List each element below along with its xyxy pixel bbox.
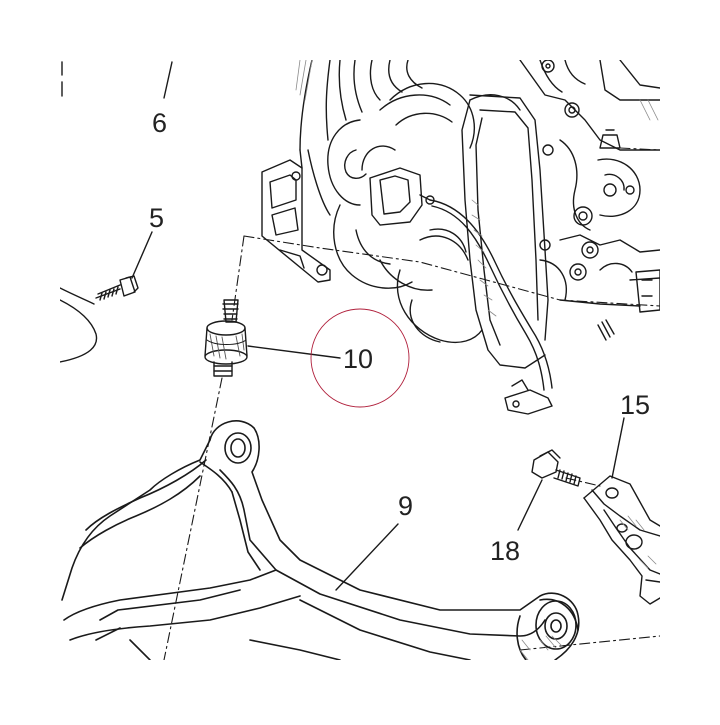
callout-label-15: 15	[620, 390, 651, 420]
callout-label-5: 5	[149, 203, 165, 233]
rubber-mount-10	[204, 299, 341, 377]
assembly-axis-lines	[163, 147, 660, 660]
callout-label-9: 9	[398, 491, 414, 521]
bracket-15	[583, 417, 660, 605]
sensor-connector	[369, 167, 553, 415]
left-partial-components	[60, 61, 173, 363]
screw-5	[95, 275, 139, 301]
highlight-circle	[310, 308, 410, 408]
engine-cylinder-head	[261, 60, 660, 415]
callout-label-6: 6	[152, 108, 168, 138]
frame-bracket-9	[61, 420, 580, 660]
callout-label-10: 10	[343, 344, 374, 374]
callout-label-18: 18	[490, 536, 521, 566]
bolt-18	[517, 449, 581, 531]
